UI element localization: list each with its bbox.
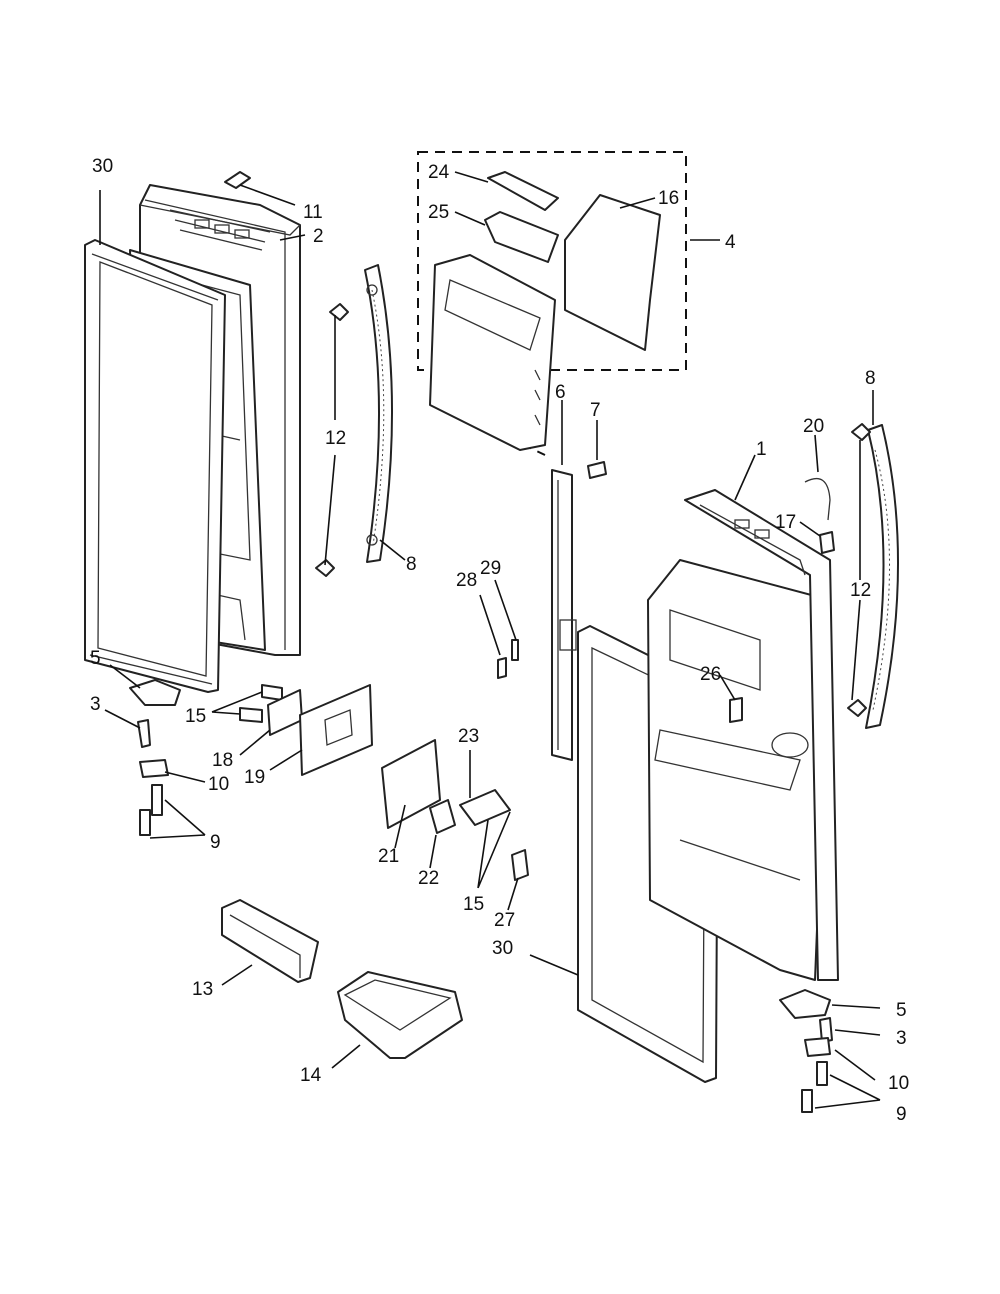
callout-13: 13 [192,979,213,1000]
right-hinge-screw-3 [819,1017,833,1043]
callout-12-left: 12 [325,428,346,449]
callout-3-left: 3 [90,694,101,715]
callout-9-right: 9 [896,1104,907,1125]
callout-3-right: 3 [896,1028,907,1049]
callout-16: 16 [658,188,679,209]
right-door-handle [865,424,899,729]
left-door-gasket [84,239,226,693]
callout-10-right: 10 [888,1073,909,1094]
callout-20: 20 [803,416,824,437]
right-door-inner-liner [647,559,831,981]
fitting-17 [819,531,835,554]
callout-1: 1 [756,439,767,460]
bracket-26 [729,697,743,723]
callout-6: 6 [555,382,566,403]
part-11-cap [224,171,251,189]
callout-22: 22 [418,868,439,889]
callout-10-left: 10 [208,774,229,795]
screw-28-29 [497,639,519,679]
callout-9-left: 9 [210,832,221,853]
callout-11: 11 [303,202,323,223]
callout-8-left: 8 [406,554,417,575]
left-hinge-pin-10 [139,759,169,778]
callout-30-right: 30 [492,938,513,959]
callout-21: 21 [378,846,399,867]
callout-4: 4 [725,232,736,253]
callout-2: 2 [313,226,324,247]
callout-14: 14 [300,1065,322,1086]
handle-screw-lower-left [315,559,335,577]
callout-15-center: 15 [463,894,484,915]
handle-screw-lower-right [847,699,867,717]
door-bin-13 [221,899,319,983]
handle-screw-upper-right [851,423,871,441]
callout-19: 19 [244,767,265,788]
panel-16 [564,194,661,351]
lever-22 [429,799,456,834]
plate-19 [299,684,373,776]
callout-23: 23 [458,726,479,747]
frame-25 [484,211,559,263]
callout-28: 28 [456,570,477,591]
callout-5-right: 5 [896,1000,907,1021]
right-hinge-bolt-9a [816,1061,828,1086]
callout-18: 18 [212,750,233,771]
right-hinge-bracket [779,989,831,1019]
left-hinge-bolt-9b [139,809,151,836]
left-door-handle [364,264,393,563]
callout-24: 24 [428,162,450,183]
dispenser-assembly-group-4 [417,151,687,371]
callout-15-left: 15 [185,706,206,727]
gasket-24 [487,171,559,211]
callout-12-right: 12 [850,580,871,601]
clip-27 [511,849,529,881]
callout-30-left: 30 [92,156,113,177]
right-hinge-pin-10 [804,1037,831,1057]
tube-20 [804,477,831,521]
leader-lines [99,171,881,1109]
left-hinge-screw-3 [137,719,151,748]
callout-17: 17 [775,512,796,533]
handle-screw-upper-left [329,303,349,321]
callout-27: 27 [494,910,515,931]
dispenser-channel-6 [551,469,577,761]
right-hinge-bolt-9b [801,1089,813,1113]
dispenser-housing [429,254,556,451]
screw-7 [587,461,607,479]
left-hinge-bolt-9a [151,784,163,816]
callout-5-left: 5 [90,648,101,669]
actuator-21 [381,739,441,829]
callout-26: 26 [700,664,721,685]
callout-labels: 30 11 2 12 8 5 3 15 18 19 10 9 13 14 24 … [90,156,909,1125]
callout-7: 7 [590,400,601,421]
right-door-outer-panel [684,489,839,981]
callout-29: 29 [480,558,501,579]
callout-25: 25 [428,202,449,223]
motor-23 [459,789,511,826]
callout-8-right: 8 [865,368,876,389]
left-hinge-bracket [129,679,181,706]
door-basket-14 [337,971,463,1059]
